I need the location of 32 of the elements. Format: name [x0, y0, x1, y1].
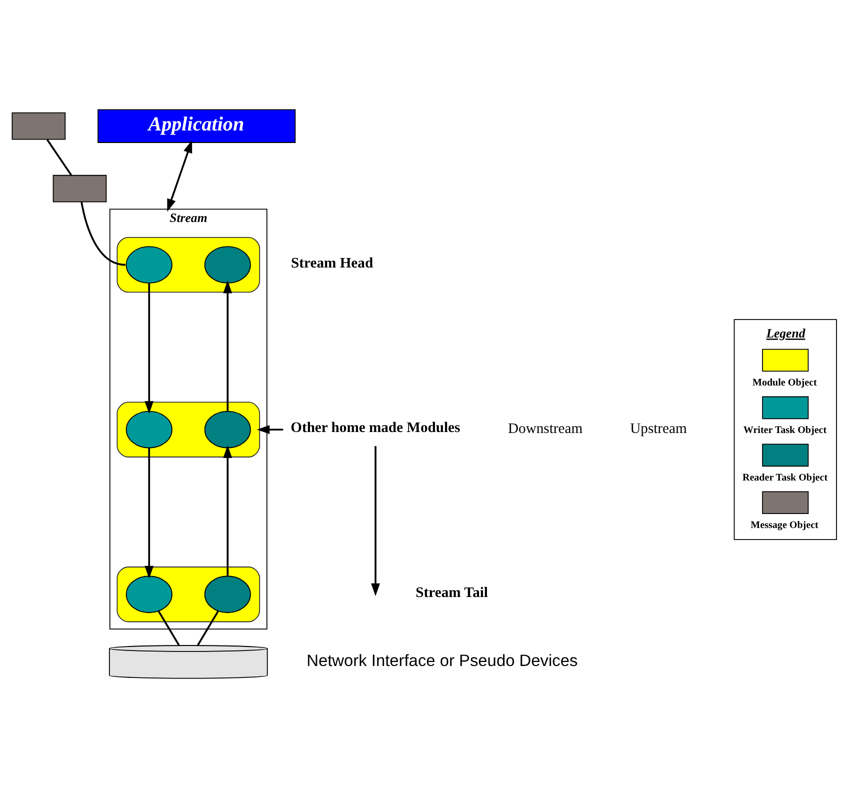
connector [158, 610, 180, 646]
arrow [371, 446, 380, 596]
legend-label: Writer Task Object [743, 425, 827, 436]
label: Upstream [630, 421, 687, 438]
connector [46, 139, 72, 176]
arrow [223, 445, 232, 576]
label: Legend [766, 326, 806, 341]
legend-label: Module Object [752, 378, 817, 389]
node-box: Application [98, 109, 296, 143]
node-cloud [126, 576, 172, 614]
node-text: Stream Head [291, 255, 374, 272]
cluster: Stream [109, 208, 268, 630]
label: Downstream [508, 421, 583, 438]
node-cloud [204, 410, 251, 448]
node-box [12, 112, 66, 140]
node-cloud [204, 576, 251, 614]
arrow [256, 425, 284, 434]
node-text: Stream Tail [416, 584, 488, 601]
legend-label: Reader Task Object [742, 472, 828, 484]
node-text: Other home made Modules [290, 420, 460, 436]
arrow [167, 140, 192, 212]
node-label: Network Interface or Pseudo Devices [306, 652, 578, 670]
connector [80, 202, 126, 266]
arrow [144, 448, 154, 579]
connector [197, 610, 219, 646]
arrow [223, 280, 232, 412]
node-cloud [126, 246, 172, 284]
node-box [52, 174, 107, 202]
arrow [144, 283, 154, 414]
node-cloud [126, 410, 172, 448]
legend-label: Message Object [750, 520, 818, 532]
node-cloud [204, 246, 251, 284]
